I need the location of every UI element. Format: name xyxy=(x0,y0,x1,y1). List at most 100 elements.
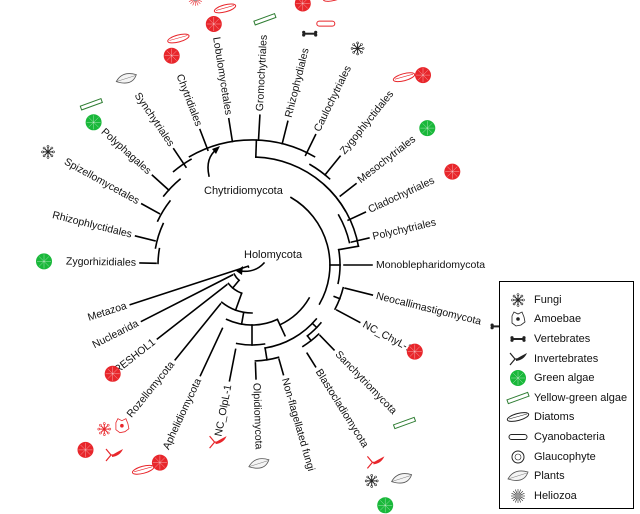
leaf-label-zygophlyctidales: Zygophlyctidales xyxy=(338,88,397,156)
green-algae-glyph xyxy=(510,370,526,387)
plants-icon xyxy=(391,473,413,484)
leaf-label-olpidiomycota: Olpidiomycota xyxy=(250,383,264,450)
holomycota-arrow xyxy=(239,261,266,273)
leaf-label-gromochytriales: Gromochytriales xyxy=(254,35,270,112)
fungi-icon xyxy=(41,145,55,159)
cyanobacteria-icon xyxy=(316,20,336,27)
heliozoa-glyph xyxy=(511,488,525,503)
arc-chytrid-top xyxy=(188,139,316,158)
tree-branches xyxy=(129,114,374,382)
leaf-branch-rhizophlyctidales xyxy=(134,235,156,242)
legend-label: Green algae xyxy=(534,372,595,385)
plants-icon xyxy=(248,458,270,469)
vertebrates-icon xyxy=(302,30,318,37)
invertebrates-icon xyxy=(209,435,227,449)
leaf-label-polyphagales: Polyphagales xyxy=(99,126,154,177)
diatoms-glyph xyxy=(506,412,530,423)
leaf-label-nc-chyl-1: NC_ChyL-1 xyxy=(361,319,415,355)
leaf-branch-cladochytriales xyxy=(347,211,367,222)
arc-mono-neo xyxy=(337,248,341,285)
legend-item-green-algae: Green algae xyxy=(504,368,633,388)
diatoms-icon xyxy=(167,33,190,44)
link-terr2 xyxy=(264,347,268,361)
leaf-branch-nuclearida xyxy=(140,273,234,323)
leaf-branch-gromochytriales xyxy=(257,114,261,142)
arc-chytrid-right1 xyxy=(308,163,331,180)
legend-item-yellow-green-algae: Yellow-green algae xyxy=(504,388,633,408)
chytrid-stem xyxy=(254,139,258,158)
arc-terrestrial xyxy=(264,317,318,349)
diatoms-icon xyxy=(131,464,155,475)
legend-label: Cyanobacteria xyxy=(534,430,605,443)
clade-label-chytridiomycota: Chytridiomycota xyxy=(204,185,284,197)
leaf-branch-synchytriales xyxy=(172,147,188,169)
leaf-label-neocallimastigomycota: Neocallimastigomycota xyxy=(375,290,483,328)
legend-item-plants: Plants xyxy=(504,466,633,486)
green-algae-icon xyxy=(36,253,52,270)
arc-chytrid-inner xyxy=(254,156,360,248)
legend-label: Vertebrates xyxy=(534,332,591,345)
legend-label: Diatoms xyxy=(534,411,575,424)
leaf-branch-blastocladiomycota xyxy=(305,352,317,368)
leaf-icons xyxy=(36,0,506,514)
leaf-label-synchytriales: Synchytriales xyxy=(132,90,177,148)
arc-chytrid-left5 xyxy=(157,247,161,265)
legend-item-glaucophyte: Glaucophyte xyxy=(504,447,633,467)
leaf-label-chytridiales: Chytridiales xyxy=(174,72,205,128)
link-chytrid-mono xyxy=(337,245,360,251)
invertebrates-icon xyxy=(504,351,532,367)
leaf-label-lobulomycetales: Lobulomycetales xyxy=(210,36,234,116)
yellow-green-algae-icon xyxy=(253,13,277,26)
leaf-branch-spizellomycetales xyxy=(140,202,161,215)
green-algae-icon xyxy=(85,114,102,131)
legend-item-fungi: Fungi xyxy=(504,290,633,310)
legend-label: Fungi xyxy=(534,293,562,306)
cyanobacteria-glyph xyxy=(508,433,528,440)
leaf-label-monoblepharidomycota: Monoblepharidomycota xyxy=(376,259,485,271)
amoebae-glyph xyxy=(511,311,526,327)
legend-label: Invertebrates xyxy=(534,352,599,365)
arc-chytrid-right3 xyxy=(337,213,351,244)
fungi-icon xyxy=(350,41,365,56)
arc-chytrid-left4 xyxy=(154,222,165,249)
invertebrates-glyph xyxy=(509,352,527,365)
arc-zoo-link xyxy=(278,296,311,326)
leaf-branch-sanchytriomycota xyxy=(318,334,336,352)
clade-annotations: Chytridiomycota Holomycota xyxy=(204,146,303,275)
leaf-label-polychytriales: Polychytriales xyxy=(371,216,437,242)
legend-item-diatoms: Diatoms xyxy=(504,408,633,428)
green-algae-icon xyxy=(77,441,94,458)
diatoms-icon xyxy=(392,72,416,83)
legend-label: Heliozoa xyxy=(534,489,577,502)
leaf-branch-rhizophydiales xyxy=(281,120,289,145)
green-algae-icon xyxy=(419,120,436,137)
leaf-branch-mesochytriales xyxy=(339,182,358,198)
vertebrates-glyph xyxy=(510,336,526,342)
green-algae-icon xyxy=(444,163,461,180)
leaf-branch-freshol1 xyxy=(156,283,228,341)
leaf-branch-zygophlyctidales xyxy=(323,155,342,177)
leaf-label-cladochytriales: Cladochytriales xyxy=(366,175,436,216)
arc-nc-olpl xyxy=(235,342,266,346)
green-algae-icon xyxy=(406,343,423,360)
link-zoo-core xyxy=(276,318,287,337)
leaf-branch-olpidiomycota xyxy=(254,362,257,380)
leaf-label-metazoa: Metazoa xyxy=(86,300,128,324)
legend-item-vertebrates: Vertebrates xyxy=(504,329,633,349)
leaf-label-aphelidiomycota: Aphelidiomycota xyxy=(161,376,205,451)
vertebrates-icon xyxy=(504,331,532,347)
leaf-branch-metazoa xyxy=(129,265,249,306)
green-algae-icon xyxy=(151,454,168,471)
leaf-branch-lobulomycetales xyxy=(227,117,234,143)
legend-label: Plants xyxy=(534,470,565,483)
leaf-branch-non-flagellated-fungi xyxy=(278,358,285,376)
leaf-branch-aphelidiomycota xyxy=(199,327,224,377)
legend-label: Amoebae xyxy=(534,313,582,326)
leaf-label-non-flagellated-fungi: Non-flagellated fungi xyxy=(279,377,317,473)
leaf-branch-rozellomycota xyxy=(174,302,222,361)
arc-chytrid-left2 xyxy=(162,178,182,198)
leaf-branch-polyphagales xyxy=(151,174,170,192)
fungi-icon xyxy=(97,422,112,436)
